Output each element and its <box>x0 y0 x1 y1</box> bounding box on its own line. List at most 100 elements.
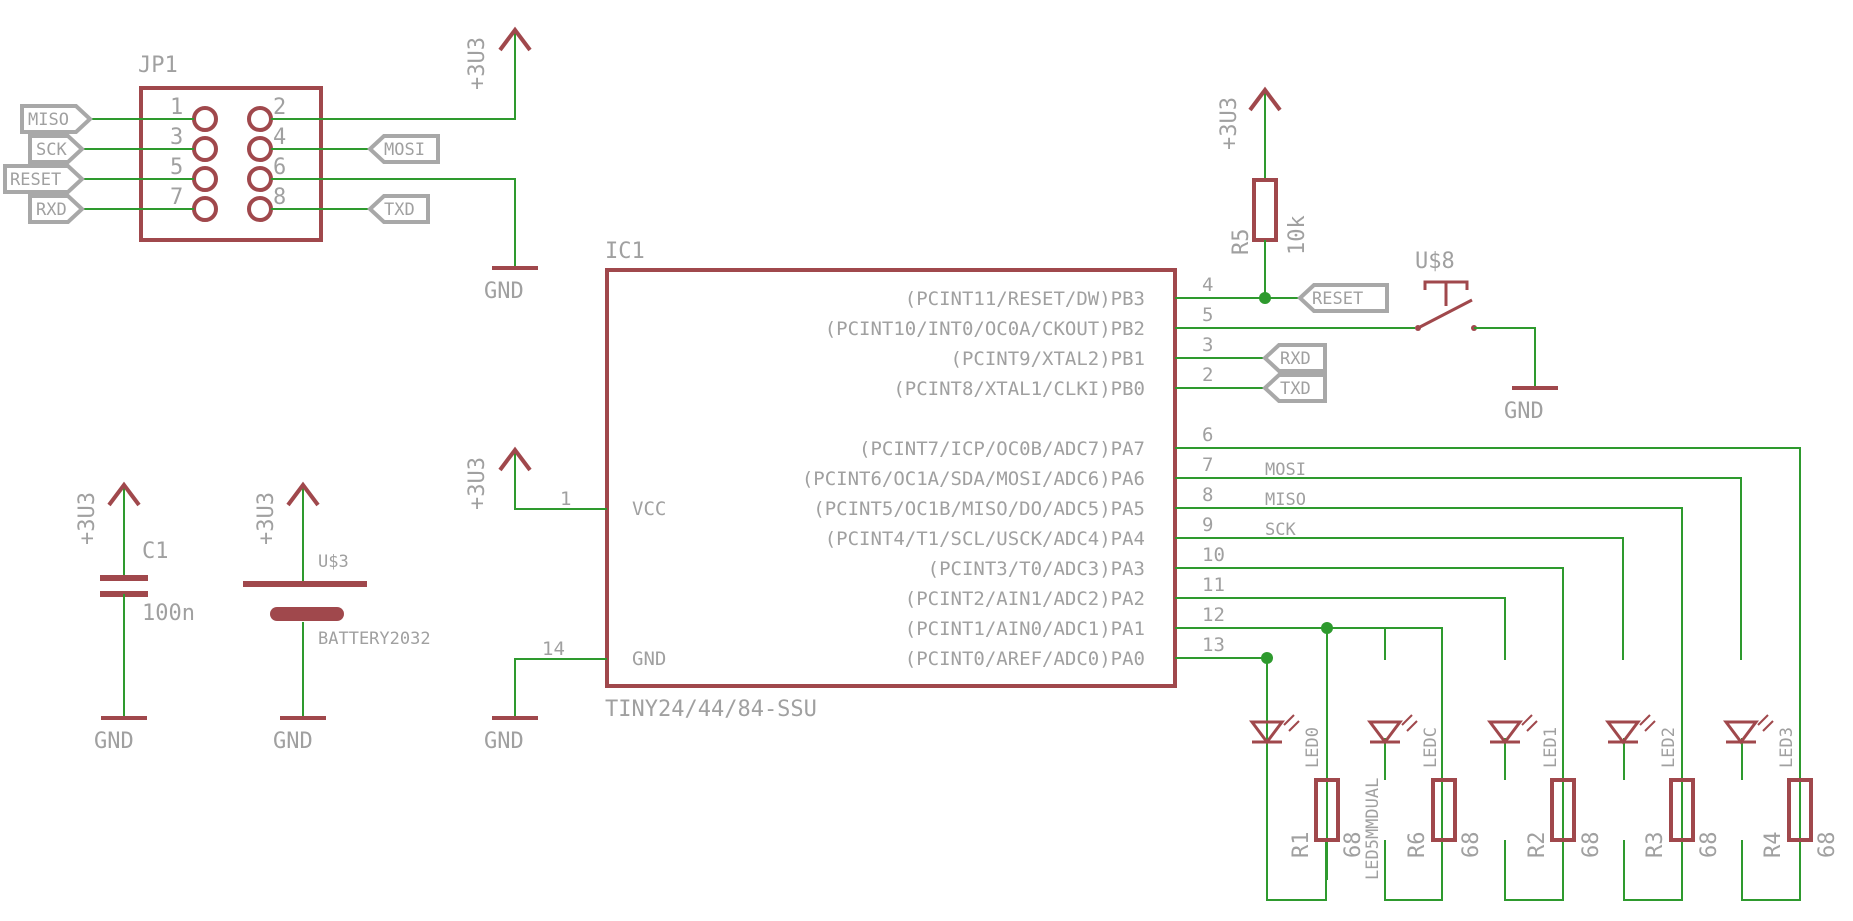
tag-reset-ic1[interactable]: RESET <box>1297 283 1389 313</box>
ic1-pin-label: (PCINT0/AREF/ADC0)PA0 <box>905 648 1145 670</box>
tag-txd-jp1[interactable]: TXD <box>367 194 430 224</box>
led-channel-1[interactable]: LED1 R2 68 <box>1487 714 1604 859</box>
junction-dot <box>1321 622 1333 634</box>
led-channel-c[interactable]: LEDC R6 68 LED5MMDUAL <box>1363 714 1484 880</box>
battery-u3[interactable]: U$3 BATTERY2032 <box>243 485 431 718</box>
resistor-body <box>1550 778 1576 842</box>
svg-text:7: 7 <box>1202 454 1213 476</box>
svg-text:GND: GND <box>484 729 524 754</box>
supply-ic1: +3U3 <box>465 446 532 510</box>
switch-name: U$8 <box>1415 249 1455 274</box>
jp1-pinnum-1: 1 <box>170 95 183 120</box>
jp1-pinnum-2: 2 <box>273 95 286 120</box>
svg-text:9: 9 <box>1202 514 1213 536</box>
c1-capacitor[interactable]: C1 100n <box>100 485 195 718</box>
tag-rxd-jp1[interactable]: RXD <box>28 194 85 224</box>
ic1-pin-label: (PCINT4/T1/SCL/USCK/ADC4)PA4 <box>825 528 1145 550</box>
resistor-name: R4 <box>1761 832 1786 859</box>
resistor-name: R1 <box>1289 832 1314 859</box>
ic1-part: TINY24/44/84-SSU <box>605 697 817 722</box>
r5-resistor[interactable]: R5 10k <box>1229 90 1310 304</box>
net-miso: MISO <box>1265 490 1306 510</box>
jp1-pin-4 <box>247 136 273 162</box>
ic1-vcc-label: VCC <box>632 498 666 520</box>
led-channel-3[interactable]: LED3 R4 68 <box>1723 714 1840 859</box>
jp1-pin-5 <box>192 166 218 192</box>
supply-r5: +3U3 <box>1217 86 1282 150</box>
ic1-pin-numbers: 4 5 3 2 6 7 8 9 10 11 12 13 1 14 <box>542 274 1225 660</box>
switch-u8[interactable]: U$8 <box>1415 249 1536 388</box>
svg-text:4: 4 <box>1202 274 1213 296</box>
tag-mosi-jp1[interactable]: MOSI <box>367 134 440 164</box>
supply-arrow-icon <box>498 446 532 472</box>
ic1-pin-label: (PCINT10/INT0/OC0A/CKOUT)PB2 <box>825 318 1145 340</box>
led-array: LED0 R1 68 LEDC R6 68 LED5MMDUAL LED1 R2… <box>1249 714 1840 880</box>
r5-body <box>1252 178 1278 242</box>
resistor-name: R3 <box>1643 832 1668 859</box>
svg-text:+3U3: +3U3 <box>465 457 490 510</box>
tag-sck-jp1[interactable]: SCK <box>28 134 85 164</box>
svg-text:TXD: TXD <box>384 200 415 220</box>
jp1-pinnum-5: 5 <box>170 155 183 180</box>
jp1-body <box>139 86 323 242</box>
ic1-pin-label: (PCINT8/XTAL1/CLKI)PB0 <box>893 378 1145 400</box>
svg-text:2: 2 <box>1202 364 1213 386</box>
led-diode-icon <box>1487 720 1523 745</box>
led-channel-2[interactable]: LED2 R3 68 <box>1605 714 1722 859</box>
svg-text:+3U3: +3U3 <box>465 37 490 90</box>
ic1[interactable]: IC1 TINY24/44/84-SSU (PCINT11/RESET/DW)P… <box>605 239 1177 722</box>
svg-text:SCK: SCK <box>36 140 67 160</box>
led-label: LED1 <box>1541 727 1561 768</box>
c1-value: 100n <box>142 601 195 626</box>
jp1-pinnum-4: 4 <box>273 125 286 150</box>
svg-text:GND: GND <box>273 729 313 754</box>
jp1-pin-6 <box>247 166 273 192</box>
svg-text:GND: GND <box>94 729 134 754</box>
net-sck: SCK <box>1265 520 1296 540</box>
ic1-pin-label: (PCINT7/ICP/OC0B/ADC7)PA7 <box>859 438 1145 460</box>
jp1-pinnum-3: 3 <box>170 125 183 150</box>
jp1-wires <box>82 30 516 268</box>
resistor-body <box>1787 778 1813 842</box>
ic1-pin-label: (PCINT11/RESET/DW)PB3 <box>905 288 1145 310</box>
svg-text:12: 12 <box>1202 604 1225 626</box>
svg-text:1: 1 <box>560 488 571 510</box>
svg-text:3: 3 <box>1202 334 1213 356</box>
tag-reset-jp1[interactable]: RESET <box>3 164 85 194</box>
battery-name: U$3 <box>318 552 349 572</box>
junction-dot <box>1259 292 1271 304</box>
svg-text:RESET: RESET <box>10 170 61 190</box>
svg-text:10: 10 <box>1202 544 1225 566</box>
led-label: LED2 <box>1659 727 1679 768</box>
svg-text:+3U3: +3U3 <box>75 492 100 545</box>
svg-text:14: 14 <box>542 638 565 660</box>
resistor-body <box>1314 778 1340 842</box>
tag-rxd-ic1[interactable]: RXD <box>1262 343 1327 373</box>
supply-arrow-icon <box>286 481 320 507</box>
tag-txd-ic1[interactable]: TXD <box>1262 373 1327 403</box>
ic1-power-wires <box>514 450 607 718</box>
ic1-pin-label: (PCINT5/OC1B/MISO/DO/ADC5)PA5 <box>813 498 1145 520</box>
tag-miso-jp1[interactable]: MISO <box>20 104 93 134</box>
resistor-value: 68 <box>1341 832 1366 859</box>
ground-battery: GND <box>273 716 326 754</box>
led-part-label: LED5MMDUAL <box>1363 778 1383 880</box>
svg-text:TXD: TXD <box>1280 379 1311 399</box>
jp1-pin-8 <box>247 196 273 222</box>
svg-text:RXD: RXD <box>1280 349 1311 369</box>
jp1-pin-3 <box>192 136 218 162</box>
resistor-name: R2 <box>1525 832 1550 859</box>
c1-name: C1 <box>142 539 169 564</box>
resistor-body <box>1431 778 1457 842</box>
resistor-name: R6 <box>1405 832 1430 859</box>
jp1-header[interactable]: JP1 1 3 5 7 2 4 6 8 <box>138 53 323 242</box>
led-diode-icon <box>1605 720 1641 745</box>
led-channel-0[interactable]: LED0 R1 68 <box>1249 714 1366 859</box>
svg-text:GND: GND <box>1504 399 1544 424</box>
led-label: LED3 <box>1777 727 1797 768</box>
led-diode-icon <box>1367 720 1403 745</box>
ground-switch: GND <box>1504 386 1558 424</box>
jp1-name: JP1 <box>138 53 178 78</box>
svg-text:6: 6 <box>1202 424 1213 446</box>
ic1-pin-label: (PCINT9/XTAL2)PB1 <box>951 348 1145 370</box>
